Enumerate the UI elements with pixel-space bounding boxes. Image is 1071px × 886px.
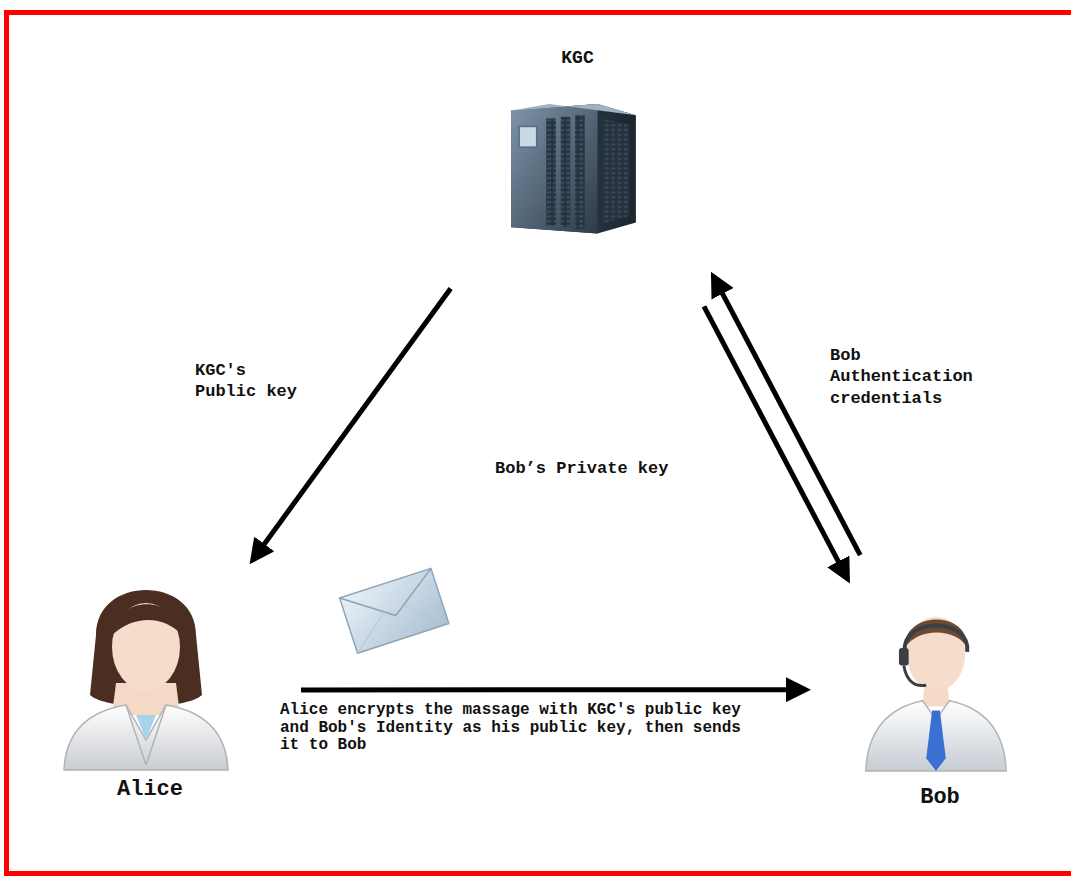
node-name: Bob — [856, 785, 1024, 810]
edge-label: Alice encrypts the massage with KGC's pu… — [280, 702, 764, 755]
server-node: KGC — [486, 48, 669, 240]
edge-label: Bob’s Private key — [495, 458, 668, 479]
edge-label: Bob Authentication credentials — [830, 345, 1012, 409]
arrow-connector — [301, 687, 806, 692]
arrow-connector — [253, 288, 451, 560]
person-icon — [56, 565, 236, 775]
arrow-connector — [713, 276, 860, 555]
arrow-connector — [704, 306, 848, 579]
node-name: KGC — [486, 48, 669, 68]
person-node: Bob — [856, 595, 1024, 815]
edge-label: KGC's Public key — [195, 360, 307, 403]
server-icon — [486, 80, 661, 240]
person-icon — [856, 595, 1016, 780]
node-name: Alice — [51, 777, 249, 802]
person-node: Alice — [51, 565, 249, 810]
